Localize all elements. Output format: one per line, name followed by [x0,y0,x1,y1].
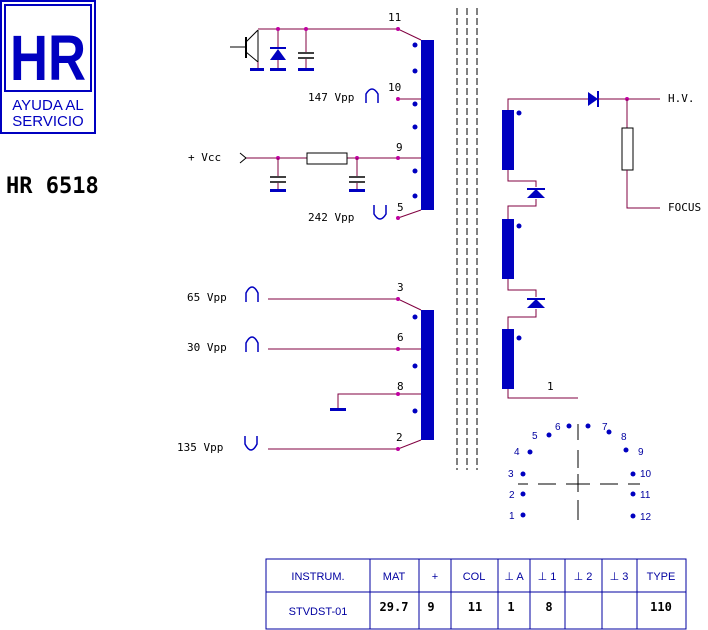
hv-section: H.V. FOCUS 1 [502,91,701,399]
pin-11-label: 11 [388,11,401,24]
pulse-up-icon [245,286,259,302]
pulse-down-icon [244,436,258,451]
hv-coil-2 [502,219,514,279]
pin-3-label: 3 [397,281,404,294]
resistor-symbol [306,152,348,165]
transistor-symbol [230,29,264,71]
hv-coil-3 [502,329,514,389]
pinout-8: 8 [621,432,627,443]
tuning-capacitor [298,27,314,71]
logo-line2: SERVICIO [12,113,83,130]
cascade-diode-1 [527,189,545,198]
primary-coil [421,40,434,210]
logo: HR AYUDA AL SERVICIO [0,0,96,134]
ground-symbol [330,408,346,411]
col-header: ⊥ 1 [538,571,557,583]
table-cell: 11 [468,600,482,614]
pinout-5: 5 [532,431,538,442]
label-30vpp: 30 Vpp [187,341,227,354]
pin-10-label: 10 [388,81,401,94]
table-cell: STVDST-01 [289,606,348,618]
hv-pin-1-label: 1 [547,380,554,393]
table-cell: 29.7 [380,600,409,614]
col-header: ⊥ A [504,571,524,583]
logo-line1: AYUDA AL [12,97,83,114]
hv-coil-1 [502,110,514,170]
pinout-7: 7 [602,422,608,433]
hv-label: H.V. [668,92,695,105]
col-header: INSTRUM. [291,571,344,583]
spec-table: INSTRUM. MAT + COL ⊥ A ⊥ 1 ⊥ 2 ⊥ 3 TYPE … [265,558,687,630]
pinout-1: 1 [509,511,515,522]
pinout-11: 11 [640,490,651,501]
secondary-winding: 3 65 Vpp 6 30 Vpp 8 2 135 Vpp [177,281,434,454]
logo-letters: HR [10,22,86,94]
pinout-4: 4 [514,447,520,458]
table-cell: 110 [650,600,672,614]
table-cell: 1 [507,600,514,614]
transformer-core [456,8,478,470]
pinout-10: 10 [640,469,652,480]
hv-diode [588,92,598,106]
label-135vpp: 135 Vpp [177,441,223,454]
label-147vpp: 147 Vpp [308,91,354,104]
pin-5-label: 5 [397,201,404,214]
col-header: ⊥ 3 [610,571,629,583]
focus-label: FOCUS [668,201,701,214]
label-vcc: + Vcc [188,151,221,164]
col-header: COL [463,571,486,583]
logo-inner-frame [4,4,92,92]
table-cell: 9 [427,600,434,614]
col-header: ⊥ 2 [574,571,593,583]
pulse-down-icon [373,205,387,220]
pinout-3: 3 [508,469,514,480]
table-cell: 8 [545,600,552,614]
col-header: MAT [383,571,406,583]
pinout-9: 9 [638,447,644,458]
col-header: TYPE [647,571,676,583]
primary-winding: 11 10 9 5 [188,11,434,224]
pinout-diagram: 1 2 3 4 5 6 7 8 9 10 11 12 [508,422,652,523]
pin-9-label: 9 [396,141,403,154]
cascade-diode-2 [527,299,545,308]
secondary-coil [421,310,434,440]
pinout-2: 2 [509,490,515,501]
model-title: HR 6518 [6,174,99,199]
label-242vpp: 242 Vpp [308,211,354,224]
focus-resistor [621,127,634,171]
pin-6-label: 6 [397,331,404,344]
pulse-up-icon [245,336,259,352]
pinout-12: 12 [640,512,652,523]
label-65vpp: 65 Vpp [187,291,227,304]
damper-diode [270,27,286,71]
pin-8-label: 8 [397,380,404,393]
col-header: + [432,571,438,583]
pinout-6: 6 [555,422,561,433]
pulse-up-icon [365,88,379,103]
pin-2-label: 2 [396,431,403,444]
